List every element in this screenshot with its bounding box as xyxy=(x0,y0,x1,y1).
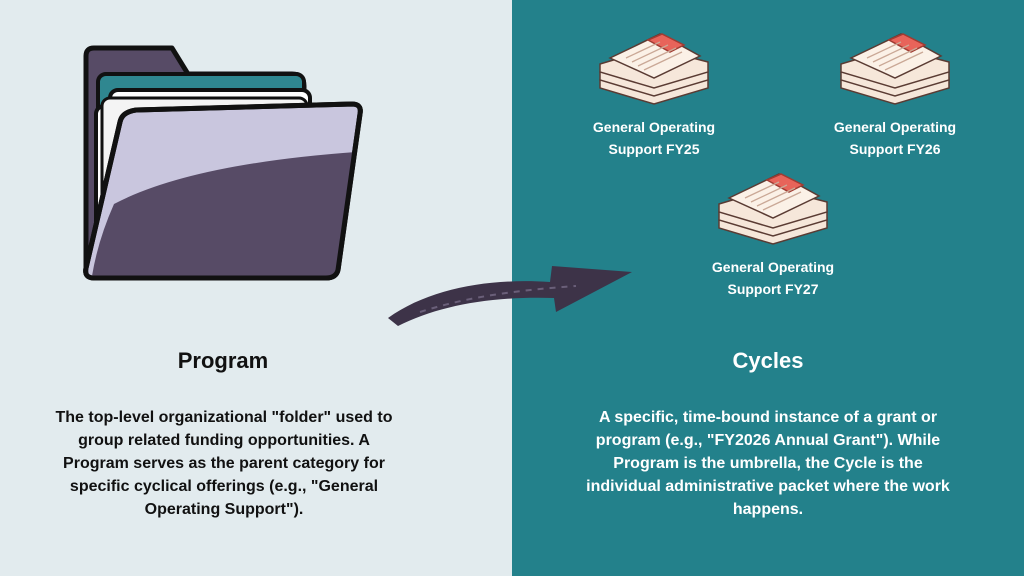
cycles-title: Cycles xyxy=(732,348,804,373)
program-description: The top-level organizational "folder" us… xyxy=(55,409,393,518)
document-stack-icon xyxy=(840,33,950,105)
cycle-label: General Operating Support FY26 xyxy=(833,119,957,157)
cycle-item-fy27: General Operating Support FY27 xyxy=(683,168,863,300)
document-stack-icon xyxy=(599,33,709,105)
document-stack-icon xyxy=(718,173,828,245)
cycles-description: A specific, time-bound instance of a gra… xyxy=(586,409,950,518)
curved-arrow-icon xyxy=(388,266,632,326)
program-title: Program xyxy=(177,348,269,373)
cycle-item-fy25: General Operating Support FY25 xyxy=(564,28,744,160)
cycle-label: General Operating Support FY25 xyxy=(592,119,716,157)
cycle-label: General Operating Support FY27 xyxy=(711,259,835,297)
folder-icon xyxy=(83,45,363,281)
cycle-item-fy26: General Operating Support FY26 xyxy=(805,28,985,160)
